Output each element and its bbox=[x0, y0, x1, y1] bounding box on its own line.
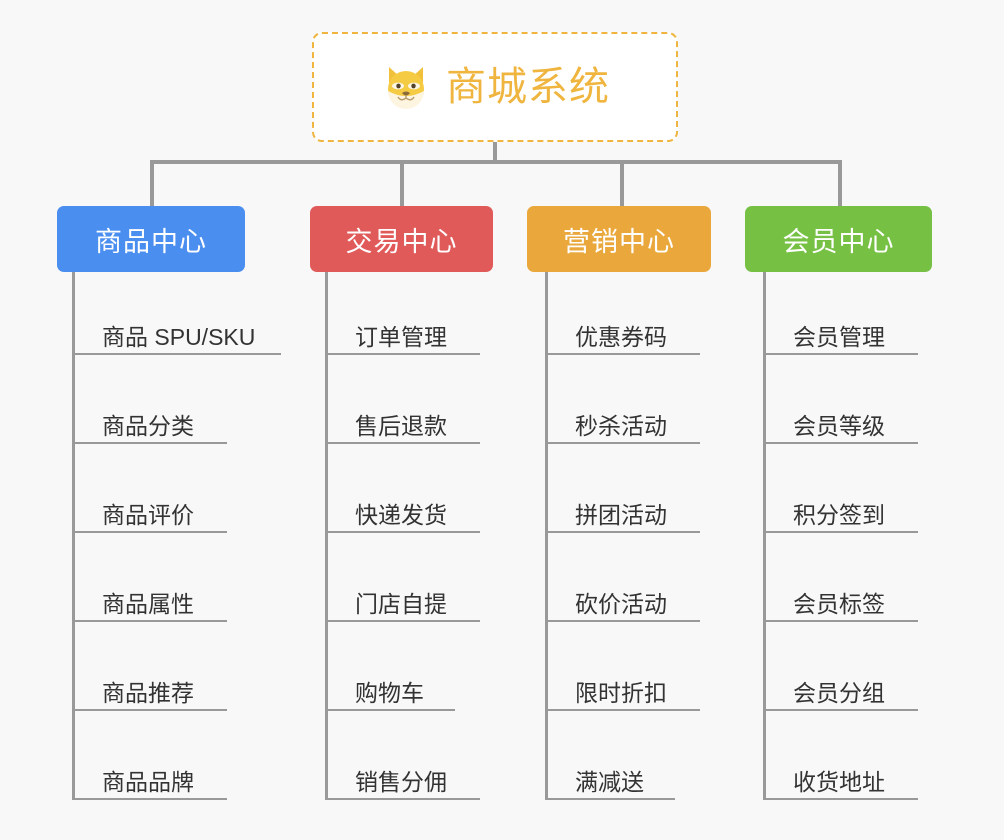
category-box-trade-center[interactable]: 交易中心 bbox=[310, 206, 493, 272]
leaf-item-label: 会员标签 bbox=[793, 590, 885, 617]
leaf-item[interactable]: 会员等级 bbox=[763, 400, 918, 444]
leaf-item[interactable]: 限时折扣 bbox=[545, 667, 700, 711]
leaf-item[interactable]: 快递发货 bbox=[325, 489, 480, 533]
leaf-item-label: 商品评价 bbox=[102, 501, 194, 528]
leaf-spine-marketing-center bbox=[545, 272, 548, 800]
leaf-item-label: 商品 SPU/SKU bbox=[102, 323, 256, 350]
leaf-item-label: 积分签到 bbox=[793, 501, 885, 528]
connector-root-stem bbox=[493, 142, 497, 162]
leaf-item[interactable]: 商品 SPU/SKU bbox=[72, 311, 281, 355]
connector-drop-marketing-center bbox=[620, 160, 624, 208]
category-label: 交易中心 bbox=[345, 226, 458, 257]
leaf-item[interactable]: 拼团活动 bbox=[545, 489, 700, 533]
leaf-item[interactable]: 销售分佣 bbox=[325, 756, 480, 800]
category-box-marketing-center[interactable]: 营销中心 bbox=[527, 206, 711, 272]
connector-drop-member-center bbox=[838, 160, 842, 208]
category-label: 会员中心 bbox=[782, 226, 895, 257]
leaf-item[interactable]: 商品品牌 bbox=[72, 756, 227, 800]
leaf-item[interactable]: 商品属性 bbox=[72, 578, 227, 622]
leaf-item-label: 购物车 bbox=[355, 679, 424, 706]
connector-horizontal-bus bbox=[150, 160, 840, 164]
leaf-item[interactable]: 秒杀活动 bbox=[545, 400, 700, 444]
leaf-item-label: 订单管理 bbox=[355, 323, 447, 350]
leaf-item[interactable]: 积分签到 bbox=[763, 489, 918, 533]
leaf-item-label: 限时折扣 bbox=[575, 679, 667, 706]
leaf-item[interactable]: 满减送 bbox=[545, 756, 675, 800]
category-box-member-center[interactable]: 会员中心 bbox=[745, 206, 932, 272]
leaf-item-label: 秒杀活动 bbox=[575, 412, 667, 439]
leaf-item[interactable]: 砍价活动 bbox=[545, 578, 700, 622]
leaf-item-label: 商品品牌 bbox=[102, 768, 194, 795]
leaf-item-label: 收货地址 bbox=[793, 768, 885, 795]
leaf-item[interactable]: 购物车 bbox=[325, 667, 455, 711]
leaf-item[interactable]: 商品分类 bbox=[72, 400, 227, 444]
leaf-item-label: 售后退款 bbox=[355, 412, 447, 439]
root-node[interactable]: 商城系统 bbox=[312, 32, 678, 142]
leaf-spine-trade-center bbox=[325, 272, 328, 800]
leaf-spine-product-center bbox=[72, 272, 75, 800]
leaf-item-label: 商品分类 bbox=[102, 412, 194, 439]
leaf-item-label: 会员等级 bbox=[793, 412, 885, 439]
leaf-item[interactable]: 会员管理 bbox=[763, 311, 918, 355]
shiba-dog-face-icon bbox=[380, 61, 432, 113]
leaf-spine-member-center bbox=[763, 272, 766, 800]
leaf-item[interactable]: 商品评价 bbox=[72, 489, 227, 533]
leaf-item-label: 商品推荐 bbox=[102, 679, 194, 706]
leaf-item[interactable]: 订单管理 bbox=[325, 311, 480, 355]
leaf-item-label: 满减送 bbox=[575, 768, 644, 795]
leaf-item[interactable]: 收货地址 bbox=[763, 756, 918, 800]
leaf-item[interactable]: 会员标签 bbox=[763, 578, 918, 622]
leaf-item-label: 商品属性 bbox=[102, 590, 194, 617]
leaf-item[interactable]: 商品推荐 bbox=[72, 667, 227, 711]
leaf-item-label: 快递发货 bbox=[355, 501, 447, 528]
leaf-item[interactable]: 售后退款 bbox=[325, 400, 480, 444]
leaf-item[interactable]: 优惠券码 bbox=[545, 311, 700, 355]
category-label: 营销中心 bbox=[563, 226, 675, 257]
leaf-item-label: 销售分佣 bbox=[355, 768, 447, 795]
leaf-item-label: 拼团活动 bbox=[575, 501, 667, 528]
leaf-item[interactable]: 门店自提 bbox=[325, 578, 480, 622]
leaf-item[interactable]: 会员分组 bbox=[763, 667, 918, 711]
category-box-product-center[interactable]: 商品中心 bbox=[57, 206, 245, 272]
leaf-item-label: 优惠券码 bbox=[575, 323, 667, 350]
leaf-item-label: 门店自提 bbox=[355, 590, 447, 617]
leaf-item-label: 会员管理 bbox=[793, 323, 885, 350]
leaf-item-label: 砍价活动 bbox=[575, 590, 667, 617]
category-label: 商品中心 bbox=[95, 226, 207, 257]
root-title: 商城系统 bbox=[446, 65, 610, 109]
connector-drop-product-center bbox=[150, 160, 154, 208]
connector-drop-trade-center bbox=[400, 160, 404, 208]
leaf-item-label: 会员分组 bbox=[793, 679, 885, 706]
